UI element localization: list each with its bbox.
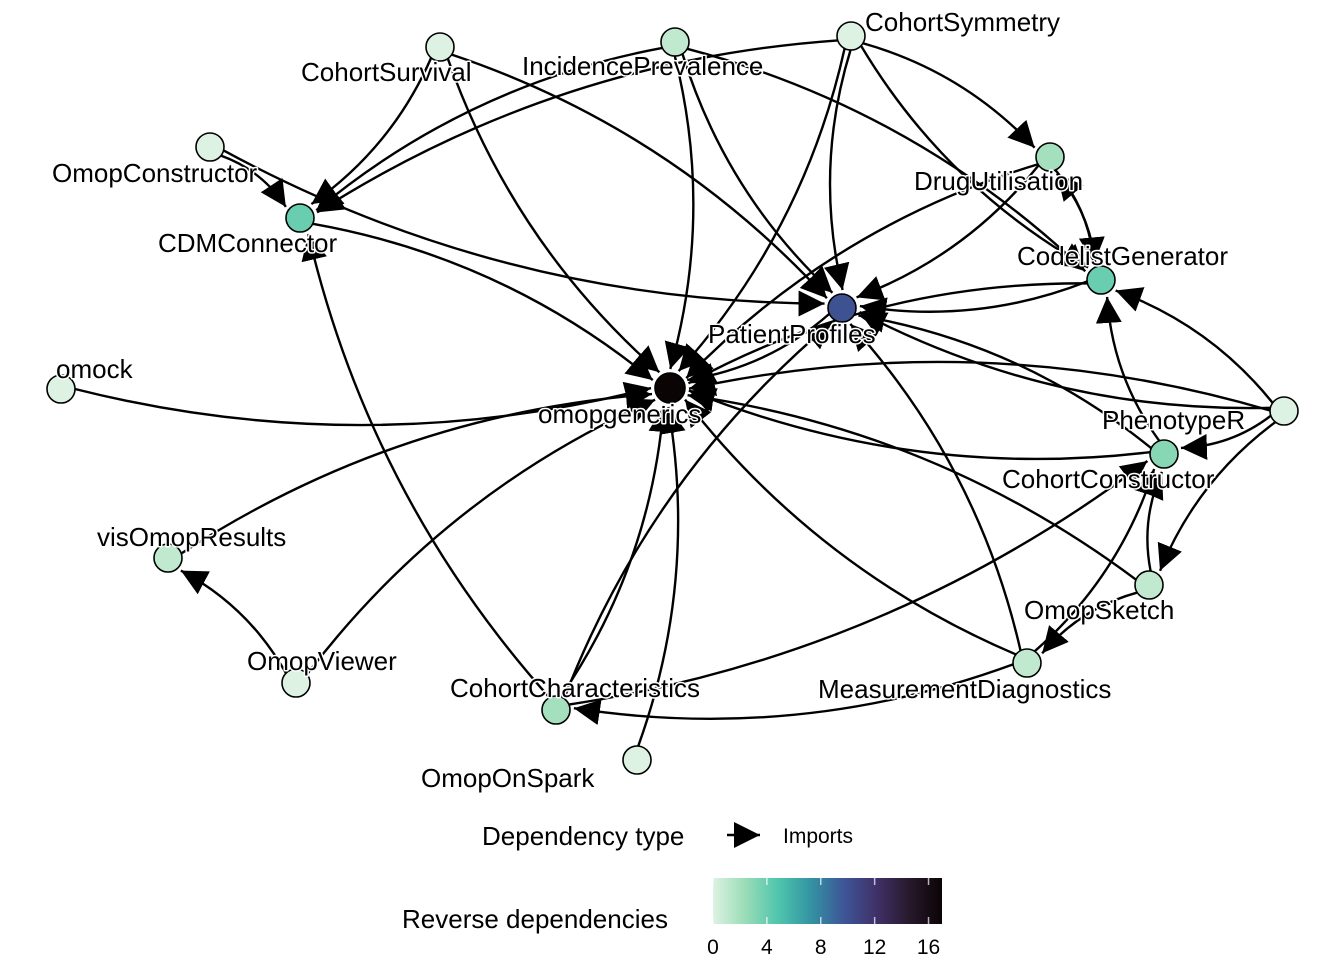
edge-CohortCharacteristics-to-omopgenerics (559, 405, 675, 698)
edge-OmopSketch-to-omopgenerics (687, 385, 1137, 581)
node-label-omopgenerics: omopgenerics (538, 399, 701, 429)
node-label-CohortSymmetry: CohortSymmetry (865, 7, 1060, 37)
edge-CohortSymmetry-to-CDMConnector (316, 39, 838, 214)
edge-MeasurementDiagnostics-to-CohortConstructor (1033, 468, 1159, 653)
edge-IncidencePrevalence-to-CDMConnector (315, 46, 663, 212)
edge-CohortSymmetry-to-omopgenerics (677, 48, 846, 372)
node-label-OmopViewer: OmopViewer (247, 646, 397, 676)
node-label-PatientProfiles: PatientProfiles (708, 319, 876, 349)
edge-CohortConstructor-to-CodelistGenerator (1095, 296, 1161, 442)
node-visOmopResults[interactable] (153, 543, 183, 573)
colorbar (713, 878, 942, 924)
node-MeasurementDiagnostics[interactable] (1012, 648, 1042, 678)
node-label-CDMConnector: CDMConnector (158, 228, 338, 258)
edge-IncidencePrevalence-to-CodelistGenerator (686, 47, 1087, 273)
edge-MeasurementDiagnostics-to-CohortCharacteristics (573, 663, 1014, 726)
edge-IncidencePrevalence-to-omopgenerics (664, 55, 695, 370)
node-OmopConstructor[interactable] (195, 132, 225, 162)
node-IncidencePrevalence[interactable] (660, 27, 690, 57)
node-label-CohortSurvival: CohortSurvival (301, 57, 472, 87)
node-label-omock: omock (56, 354, 134, 384)
nodes-layer (46, 21, 1299, 775)
edge-CohortSurvival-to-omopgenerics (446, 58, 661, 374)
node-label-CohortConstructor: CohortConstructor (1002, 464, 1215, 494)
node-label-IncidencePrevalence: IncidencePrevalence (522, 51, 763, 81)
node-label-OmopOnSpark: OmopOnSpark (421, 763, 595, 793)
edges-layer (74, 39, 1277, 747)
node-label-OmopConstructor: OmopConstructor (52, 158, 258, 188)
edge-OmopSketch-to-MeasurementDiagnostics (1041, 591, 1138, 655)
edge-omock-to-omopgenerics (74, 381, 652, 427)
edge-CohortCharacteristics-to-CDMConnector (301, 233, 551, 699)
node-OmopOnSpark[interactable] (622, 745, 652, 775)
edge-CohortSymmetry-to-PatientProfiles (823, 49, 852, 291)
edge-CohortCharacteristics-to-CohortConstructor (568, 460, 1149, 706)
node-label-visOmopResults: visOmopResults (97, 522, 286, 552)
edge-MeasurementDiagnostics-to-PatientProfiles (849, 323, 1022, 651)
edge-IncidencePrevalence-to-PatientProfiles (681, 53, 834, 294)
edge-CohortSymmetry-to-CodelistGenerator (859, 45, 1089, 269)
node-label-OmopSketch: OmopSketch (1024, 595, 1174, 625)
colorbar-tick-label: 0 (707, 936, 719, 959)
edge-PhenotypeR-to-CohortConstructor (1180, 414, 1272, 461)
legend-color-title: Reverse dependencies (402, 904, 668, 934)
node-label-CohortCharacteristics: CohortCharacteristics (450, 673, 700, 703)
node-CohortSymmetry[interactable] (836, 21, 866, 51)
edge-OmopOnSpark-to-omopgenerics (637, 406, 686, 747)
edge-OmopConstructor-to-PatientProfiles (222, 149, 825, 317)
edge-OmopViewer-to-visOmopResults (180, 569, 288, 674)
edge-CohortConstructor-to-omopgenerics (688, 388, 1151, 461)
node-CohortCharacteristics[interactable] (541, 695, 571, 725)
edge-visOmopResults-to-omopgenerics (180, 383, 653, 555)
node-CodelistGenerator[interactable] (1086, 265, 1116, 295)
node-label-CodelistGenerator: CodelistGenerator (1017, 241, 1228, 271)
edge-CohortSurvival-to-PatientProfiles (451, 53, 828, 300)
colorbar-tick-label: 16 (917, 936, 940, 959)
node-OmopSketch[interactable] (1134, 570, 1164, 600)
edge-PhenotypeR-to-CodelistGenerator (1115, 287, 1274, 404)
edge-CodelistGenerator-to-PatientProfiles (859, 280, 1088, 324)
colorbar-tick-label: 8 (815, 936, 827, 959)
colorbar-ticks: 0 4 8 12 16 (707, 878, 940, 959)
node-CohortSurvival[interactable] (425, 32, 455, 62)
colorbar-tick-label: 4 (761, 936, 773, 959)
edge-CDMConnector-to-omopgenerics (312, 222, 654, 381)
node-omopgenerics[interactable] (654, 372, 686, 404)
edge-MeasurementDiagnostics-to-omopgenerics (684, 398, 1017, 656)
colorbar-tick-label: 12 (863, 936, 886, 959)
node-DrugUtilisation[interactable] (1035, 142, 1065, 172)
node-label-PhenotypeR: PhenotypeR (1102, 405, 1245, 435)
edge-DrugUtilisation-to-omopgenerics (685, 163, 1039, 379)
node-OmopViewer[interactable] (281, 668, 311, 698)
node-omock[interactable] (46, 374, 76, 404)
edge-PhenotypeR-to-OmopSketch (1157, 421, 1277, 572)
edge-CodelistGenerator-to-DrugUtilisation (1055, 172, 1097, 268)
edge-CohortConstructor-to-PatientProfiles (858, 306, 1153, 450)
edge-CohortSymmetry-to-DrugUtilisation (862, 42, 1036, 149)
edge-DrugUtilisation-to-PatientProfiles (856, 164, 1040, 301)
node-label-DrugUtilisation: DrugUtilisation (914, 166, 1083, 196)
edge-PhenotypeR-to-omopgenerics (688, 360, 1271, 412)
node-PatientProfiles[interactable] (827, 293, 857, 323)
legend-edge-key: Imports (783, 825, 853, 848)
edge-OmopViewer-to-omopgenerics (306, 398, 656, 676)
node-CDMConnector[interactable] (285, 203, 315, 233)
edge-CohortCharacteristics-to-PatientProfiles (562, 321, 833, 700)
legend-edge-title: Dependency type (482, 821, 684, 851)
legend: Dependency type Imports Reverse dependen… (402, 821, 942, 959)
node-label-MeasurementDiagnostics: MeasurementDiagnostics (818, 674, 1111, 704)
node-CohortConstructor[interactable] (1149, 439, 1179, 469)
node-PhenotypeR[interactable] (1269, 396, 1299, 426)
edge-OmopConstructor-to-CDMConnector (220, 154, 287, 208)
